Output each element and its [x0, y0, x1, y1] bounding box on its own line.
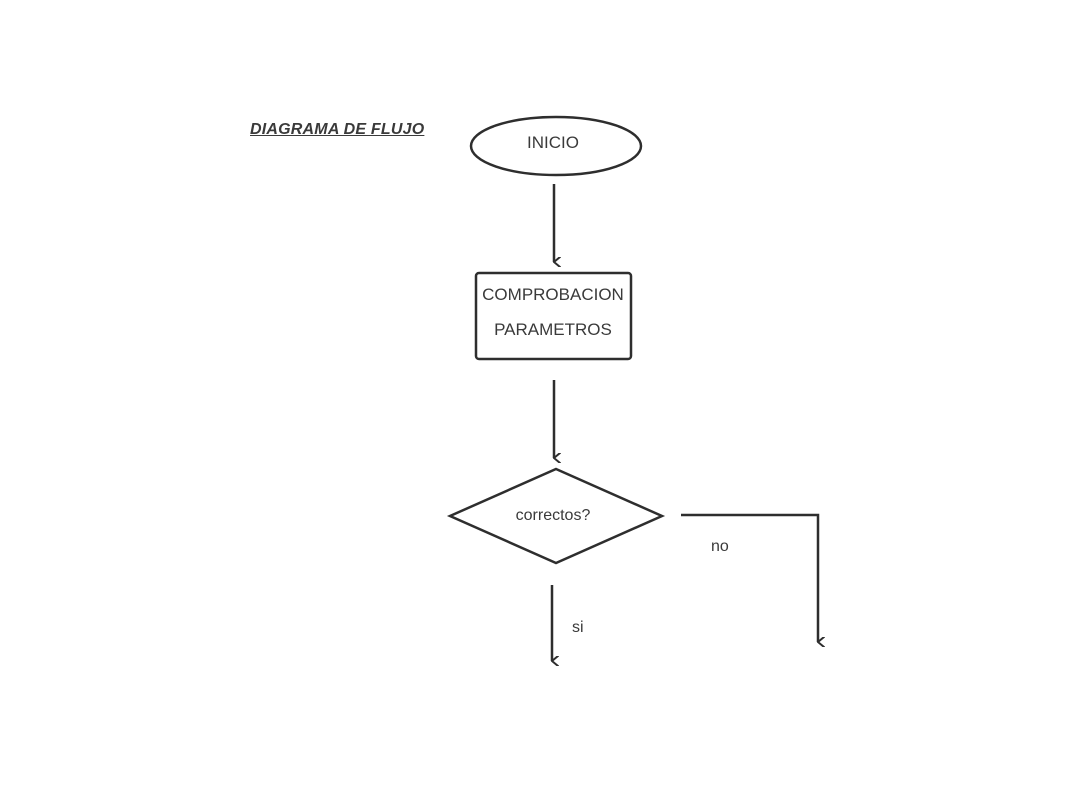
start-label: INICIO	[527, 133, 579, 152]
decision-diamond	[446, 467, 666, 565]
start-ellipse	[469, 115, 643, 177]
process-node: COMPROBACION PARAMETROS	[474, 271, 633, 361]
process-label-line2: PARAMETROS	[494, 320, 612, 339]
process-label-line1: COMPROBACION	[482, 285, 624, 304]
decision-node: correctos?	[446, 467, 666, 565]
diagram-title: DIAGRAMA DE FLUJO	[250, 121, 425, 138]
decision-label: correctos?	[516, 507, 591, 524]
yes-branch: si	[550, 585, 584, 661]
no-branch-label: no	[711, 538, 729, 555]
arrow-no-branch	[681, 513, 818, 642]
process-rect	[474, 271, 633, 361]
yes-branch-label: si	[572, 619, 584, 636]
no-branch: no	[681, 513, 818, 642]
start-node: INICIO	[469, 115, 643, 177]
